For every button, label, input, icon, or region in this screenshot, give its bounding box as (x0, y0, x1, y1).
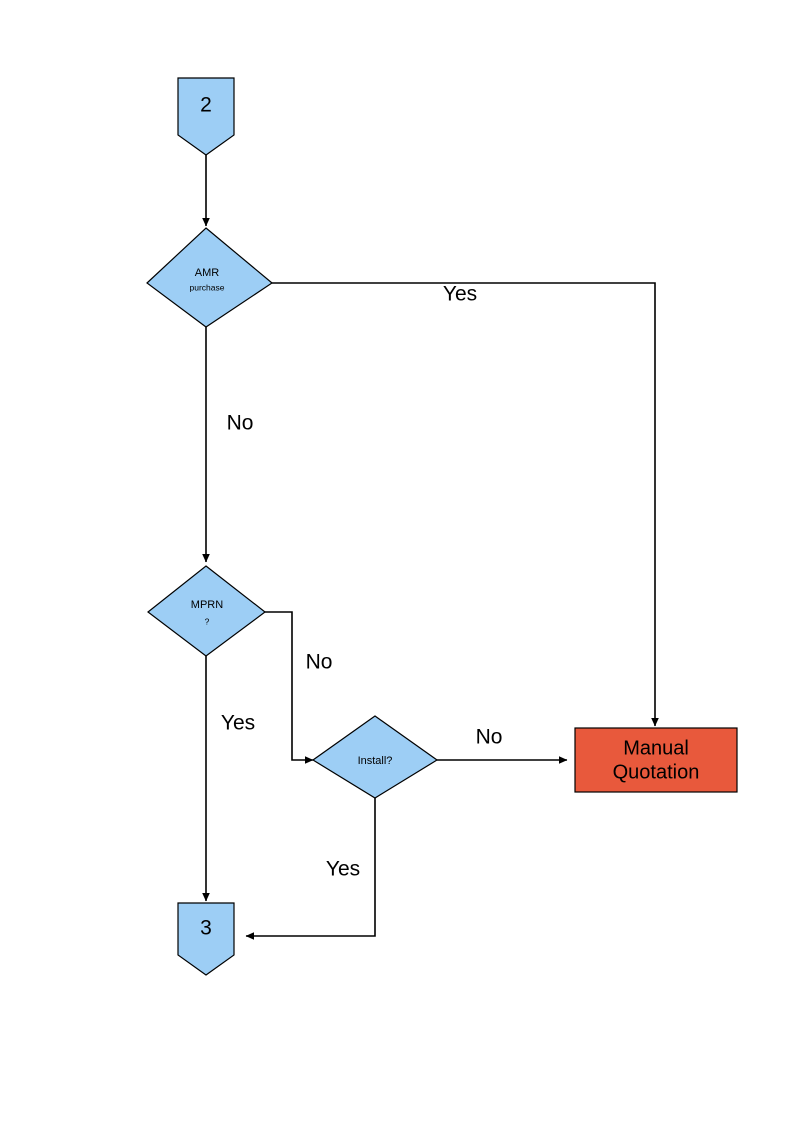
node-mprn-decision[interactable]: MPRN ? (147, 565, 266, 657)
node-label-manual-line2: Quotation (613, 761, 700, 783)
edge-line-amr-yes-to-manual (272, 282, 659, 727)
node-label-end-connector: 3 (200, 917, 212, 940)
node-end-connector[interactable]: 3 (177, 902, 235, 976)
edge-label-install-no: No (476, 726, 503, 749)
edge-amr-yes-to-manual: Yes (272, 282, 659, 727)
diamond-shape-amr-purchase (146, 227, 274, 328)
pentagon-connector-shape-start (177, 77, 235, 156)
node-amr-purchase-decision[interactable]: AMR purchase (146, 227, 274, 328)
edge-install-yes-to-end: Yes (245, 798, 376, 940)
edge-amr-no-to-mprn: No (202, 327, 254, 563)
edge-mprn-yes-to-end: Yes (202, 656, 255, 902)
edge-label-install-yes: Yes (326, 858, 360, 881)
node-label-manual-line1: Manual (623, 737, 689, 759)
node-install-decision[interactable]: Install? (311, 715, 439, 799)
node-start-connector[interactable]: 2 (177, 77, 235, 156)
node-label-mprn-line2: ? (205, 616, 210, 626)
pentagon-connector-shape-end (177, 902, 235, 976)
edge-label-mprn-no: No (306, 651, 333, 674)
node-label-install: Install? (358, 755, 393, 767)
diamond-shape-mprn (147, 565, 266, 657)
edge-line-install-yes-to-end (245, 798, 376, 940)
node-label-amr-line2: purchase (190, 282, 225, 292)
node-label-start-connector: 2 (200, 94, 212, 117)
rectangle-shape-manual-quotation (574, 727, 738, 793)
diamond-shape-install (311, 715, 439, 799)
node-label-amr-line1: AMR (195, 267, 220, 279)
node-manual-quotation-process[interactable]: Manual Quotation (574, 727, 738, 793)
edge-label-amr-yes: Yes (443, 283, 477, 306)
edge-install-no-to-manual: No (437, 726, 568, 764)
edge-mprn-no-to-install: No (265, 611, 333, 764)
node-label-mprn-line1: MPRN (191, 599, 223, 611)
edge-label-amr-no: No (227, 412, 254, 435)
edge-label-mprn-yes: Yes (221, 712, 255, 735)
edge-line-mprn-no-to-install (265, 611, 314, 764)
